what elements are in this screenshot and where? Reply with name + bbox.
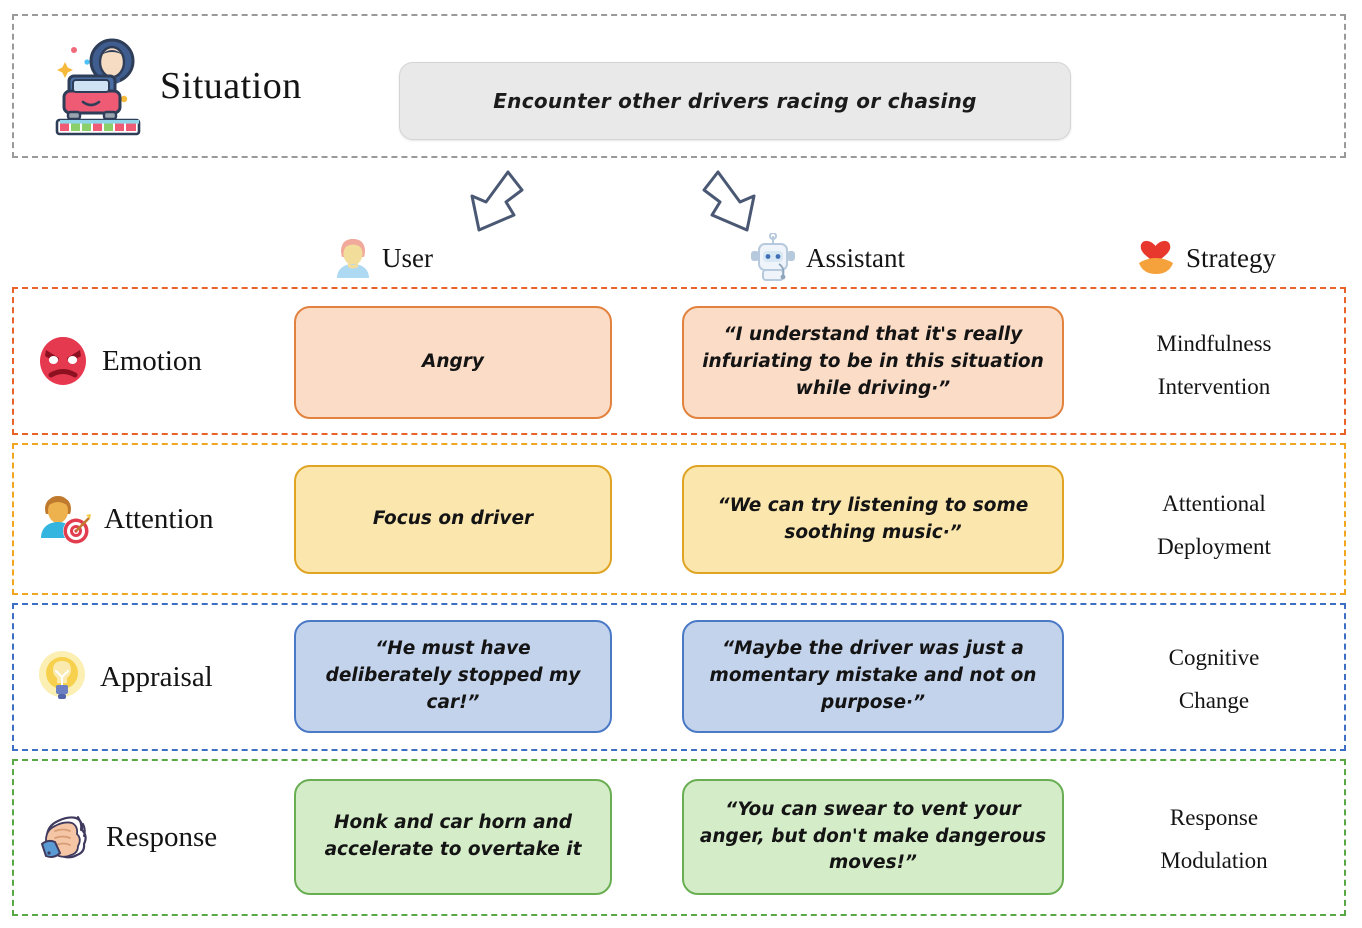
response-strategy: Response Modulation [1089, 797, 1339, 882]
appraisal-user-bubble: “He must have deliberately stopped my ca… [294, 620, 612, 733]
situation-text-box: Encounter other drivers racing or chasin… [399, 62, 1071, 140]
emotion-user-bubble: Angry [294, 306, 612, 419]
column-header-strategy-label: Strategy [1186, 242, 1276, 273]
row-attention-heading: Attention [36, 491, 214, 547]
attention-strategy-line1: Attentional [1162, 491, 1266, 516]
response-strategy-line1: Response [1169, 805, 1259, 830]
driver-in-car-icon [52, 36, 144, 136]
row-emotion-label: Emotion [102, 344, 202, 377]
column-header-user: User [333, 234, 433, 282]
row-response-label: Response [106, 821, 218, 853]
row-appraisal: Appraisal “He must have deliberately sto… [12, 603, 1346, 751]
attention-strategy-line2: Deployment [1157, 533, 1271, 559]
row-response: Response Honk and car horn and accelerat… [12, 759, 1346, 916]
row-appraisal-label: Appraisal [100, 660, 213, 693]
appraisal-strategy-line1: Cognitive [1168, 645, 1260, 670]
response-assistant-bubble: “You can swear to vent your anger, but d… [682, 779, 1064, 895]
fist-icon [36, 810, 94, 866]
row-emotion: Emotion Angry “I understand that it's re… [12, 287, 1346, 435]
arrow-down-left-icon [448, 168, 526, 246]
column-header-strategy: Strategy [1135, 234, 1276, 282]
row-appraisal-heading: Appraisal [36, 649, 213, 705]
appraisal-strategy: Cognitive Change [1089, 637, 1339, 722]
response-user-bubble: Honk and car horn and accelerate to over… [294, 779, 612, 895]
situation-label: Situation [160, 65, 302, 107]
situation-panel: Situation Encounter other drivers racing… [12, 14, 1346, 158]
emotion-assistant-bubble: “I understand that it's really infuriati… [682, 306, 1064, 419]
person-with-target-icon [36, 491, 92, 547]
row-emotion-heading: Emotion [36, 333, 202, 389]
attention-strategy: Attentional Deployment [1089, 483, 1339, 568]
attention-assistant-bubble: “We can try listening to some soothing m… [682, 465, 1064, 574]
situation-heading: Situation [52, 36, 302, 136]
column-header-assistant: Assistant [749, 233, 906, 283]
user-avatar-icon [333, 235, 373, 281]
response-strategy-line2: Modulation [1160, 847, 1268, 873]
light-bulb-icon [36, 649, 88, 705]
emotion-strategy-line2: Intervention [1157, 373, 1271, 399]
appraisal-assistant-bubble: “Maybe the driver was just a momentary m… [682, 620, 1064, 733]
row-response-heading: Response [36, 810, 217, 866]
arrow-down-right-icon [700, 168, 778, 246]
row-attention: Attention Focus on driver “We can try li… [12, 443, 1346, 595]
situation-text: Encounter other drivers racing or chasin… [493, 89, 977, 113]
row-attention-label: Attention [104, 502, 214, 535]
emotion-strategy-line1: Mindfulness [1156, 331, 1272, 356]
column-header-assistant-label: Assistant [806, 242, 906, 273]
emotion-strategy: Mindfulness Intervention [1089, 323, 1339, 408]
robot-icon [749, 233, 797, 283]
appraisal-strategy-line2: Change [1178, 687, 1250, 713]
attention-user-bubble: Focus on driver [294, 465, 612, 574]
angry-face-icon [36, 333, 90, 389]
column-header-user-label: User [382, 242, 433, 273]
heart-in-hand-icon [1135, 235, 1177, 281]
